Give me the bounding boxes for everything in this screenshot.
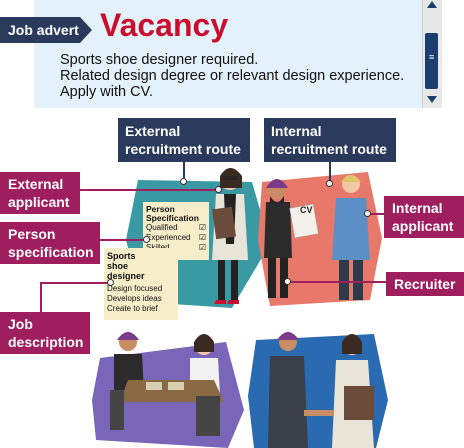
internal-recruitment-route-label: Internal recruitment route xyxy=(264,118,396,162)
checkbox-icon: ☑ xyxy=(198,233,206,242)
recruiter-figure xyxy=(264,179,319,298)
advert-line: Sports shoe designer required. xyxy=(60,52,259,68)
connector-line xyxy=(368,213,384,215)
scroll-down-icon[interactable] xyxy=(427,96,437,103)
person-specification-label: Person specification xyxy=(0,222,100,264)
connector-line xyxy=(40,282,42,312)
handshake-scene xyxy=(268,332,374,448)
connector-line xyxy=(288,281,386,283)
advert-text: Sports shoe designer required. Related d… xyxy=(60,52,404,100)
recruiter-label: Recruiter xyxy=(386,272,464,296)
connector-dot xyxy=(143,236,150,243)
connector-dot xyxy=(284,278,291,285)
cv-label: CV xyxy=(300,205,313,215)
connector-line xyxy=(183,160,185,180)
checkbox-icon: ☑ xyxy=(198,243,206,252)
external-applicant-label: External applicant xyxy=(0,172,80,214)
job-desc-item: Develops ideas xyxy=(107,294,162,303)
job-description-label: Job description xyxy=(0,312,90,354)
job-advert-tag: Job advert xyxy=(0,17,80,43)
connector-line xyxy=(80,189,218,191)
job-advert-panel xyxy=(34,0,422,108)
person-spec-title: Person Specification xyxy=(146,204,199,223)
interview-scene xyxy=(110,332,224,436)
grip-icon: ≡ xyxy=(429,52,435,62)
external-recruitment-route-label: External recruitment route xyxy=(118,118,250,162)
checkbox-icon: ☑ xyxy=(198,223,206,232)
internal-applicant-label: Internal applicant xyxy=(384,196,464,238)
job-desc-item: Create to brief xyxy=(107,304,158,313)
job-desc-item: Design focused xyxy=(107,284,163,293)
connector-dot xyxy=(364,210,371,217)
scroll-thumb[interactable] xyxy=(425,33,438,89)
connector-dot xyxy=(180,178,187,185)
scroll-up-icon[interactable] xyxy=(427,1,437,8)
connector-line xyxy=(100,239,146,241)
advert-line: Related design degree or relevant design… xyxy=(60,68,405,84)
person-spec-item: Skilled☑ xyxy=(146,243,206,253)
internal-applicant-figure xyxy=(332,175,370,300)
advert-line: Apply with CV. xyxy=(60,84,153,100)
person-spec-item: Qualified☑ xyxy=(146,223,206,232)
tag-arrow xyxy=(80,17,92,43)
connector-line xyxy=(40,282,110,284)
recruitment-illustration xyxy=(92,168,388,448)
external-applicant-figure xyxy=(212,168,248,304)
connector-dot xyxy=(107,279,114,286)
vacancy-title: Vacancy xyxy=(100,7,229,43)
connector-dot xyxy=(215,186,222,193)
job-desc-title: Sports shoe designer xyxy=(107,251,145,281)
job-description-card: Sports shoe designer Design focused Deve… xyxy=(104,248,178,320)
person-spec-item: Experienced☑ xyxy=(146,233,206,242)
connector-dot xyxy=(326,180,333,187)
connector-line xyxy=(329,160,331,182)
